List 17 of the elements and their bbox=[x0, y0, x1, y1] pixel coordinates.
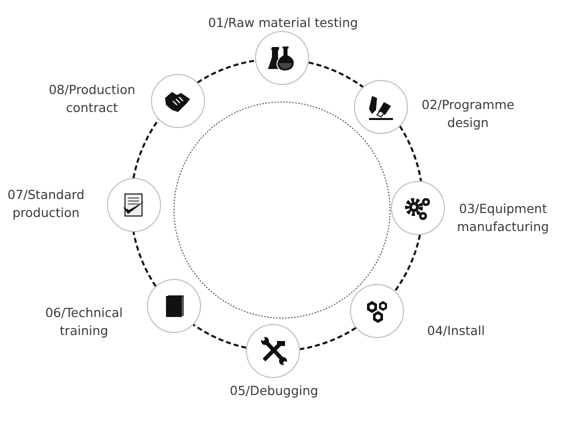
dashed-connector bbox=[300, 326, 356, 350]
dotted-ring bbox=[174, 102, 390, 318]
step-label: 02/Programme design bbox=[420, 96, 516, 132]
step-label: 03/Equipment manufacturing bbox=[456, 200, 550, 236]
dashed-connector bbox=[132, 232, 157, 287]
dashed-connector bbox=[132, 118, 160, 178]
step-label: 01/Raw material testing bbox=[208, 14, 358, 32]
step-label: 08/Production contract bbox=[48, 81, 136, 117]
step-label: 06/Technical training bbox=[44, 304, 124, 340]
dashed-connector bbox=[196, 60, 256, 84]
dashed-connector bbox=[192, 324, 246, 349]
dashed-connector bbox=[399, 126, 422, 182]
dashed-connector bbox=[394, 234, 421, 292]
step-label: 04/Install bbox=[426, 322, 486, 340]
step-label: 07/Standard production bbox=[6, 186, 86, 222]
dashed-connector bbox=[308, 62, 364, 88]
step-label: 05/Debugging bbox=[230, 382, 318, 400]
